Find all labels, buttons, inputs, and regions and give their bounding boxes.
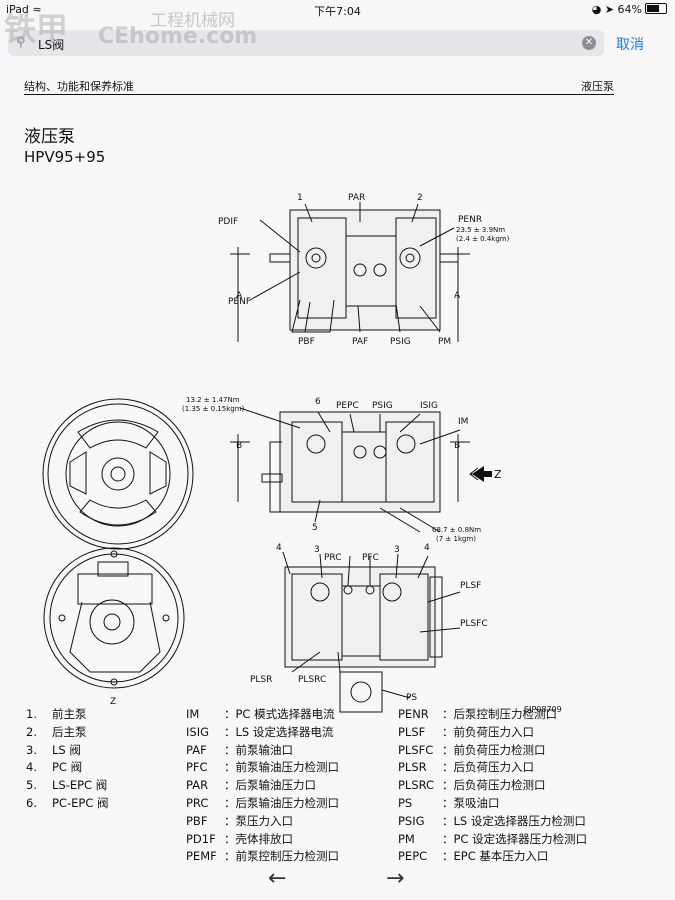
label-num6: 6 <box>315 397 321 407</box>
search-icon: ⚲ <box>16 35 26 50</box>
label-torque1b: (2.4 ± 0.4kgm) <box>456 235 510 243</box>
page-header: 结构、功能和保养标准 液压泵 <box>24 76 614 95</box>
label-num4-right: 4 <box>424 543 430 553</box>
header-right: 液压泵 <box>581 80 614 93</box>
drawing-code: SJP08709 <box>524 705 562 714</box>
battery-percent: 64% <box>617 3 642 16</box>
label-num4-left: 4 <box>276 543 282 553</box>
label-PENR: PENR <box>458 215 482 225</box>
label-PM: PM <box>438 337 451 347</box>
pump-side-view <box>230 407 490 533</box>
label-B-left: B <box>236 441 242 451</box>
legend-row: PLSR：后负荷压力入口 <box>398 760 534 775</box>
legend-row: PFC：前泵输油压力检测口 <box>186 760 339 775</box>
label-num3-left: 3 <box>314 545 320 555</box>
view-arrow-z <box>472 466 492 482</box>
clear-search-icon[interactable]: ✕ <box>582 36 596 50</box>
device-name: iPad ≈ <box>6 3 42 16</box>
pump-end-view <box>42 398 194 550</box>
legend-row: PM：PC 设定选择器压力检测口 <box>398 831 588 846</box>
document-page: 结构、功能和保养标准 液压泵 液压泵 HPV95+95 <box>0 62 675 863</box>
legend-row: PLSRC：后负荷压力检测口 <box>398 778 546 793</box>
label-torque1: 23.5 ± 3.9Nm <box>456 226 505 234</box>
battery-icon <box>645 3 667 14</box>
label-num2: 2 <box>417 193 423 203</box>
label-PENF: PENF <box>228 297 251 307</box>
wifi-icon: ≈ <box>32 3 42 16</box>
back-arrow-icon[interactable]: ← <box>268 866 287 891</box>
legend-row: PAR：后泵输油压力口 <box>186 778 316 793</box>
legend-row: 5.LS-EPC 阀 <box>26 778 108 793</box>
legend-row: PD1F：壳体排放口 <box>186 831 293 846</box>
label-PDIF: PDIF <box>218 217 238 227</box>
label-torque2: 13.2 ± 1.47Nm <box>186 396 240 404</box>
label-IM: IM <box>458 417 468 427</box>
legend-row: PBF：泵压力入口 <box>186 813 293 828</box>
search-bar[interactable]: ⚲ ✕ <box>8 30 604 56</box>
legend-row: PEMF：前泵控制压力检测口 <box>186 849 339 864</box>
label-PAF: PAF <box>352 337 368 347</box>
legend-row: 1.前主泵 <box>26 707 87 721</box>
legend-row: 6.PC-EPC 阀 <box>26 795 109 810</box>
legend-row: IM：PC 模式选择器电流 <box>186 707 335 721</box>
label-PS: PS <box>406 693 417 703</box>
legend-row: PSIG：LS 设定选择器压力检测口 <box>398 813 586 828</box>
label-PLSR: PLSR <box>250 675 272 685</box>
lock-rotation-icon: ◕ <box>591 3 602 16</box>
label-A-right: A <box>454 291 461 301</box>
page-title: 液压泵 <box>24 127 75 147</box>
label-torque3b: (7 ± 1kgm) <box>436 535 476 543</box>
search-input[interactable] <box>36 33 560 55</box>
legend-col1: 1.前主泵 2.后主泵 3.LS 阀 4.PC 阀 5.LS-EPC 阀 6.P… <box>26 706 109 813</box>
label-num3-right: 3 <box>394 545 400 555</box>
cancel-button[interactable]: 取消 <box>616 37 644 53</box>
legend-col2: IM：PC 模式选择器电流 ISIG：LS 设定选择器电流 PAF：前泵输油口 … <box>186 706 339 866</box>
label-PFC: PFC <box>362 553 379 563</box>
label-PLSRC: PLSRC <box>298 675 326 685</box>
legend-row: ISIG：LS 设定选择器电流 <box>186 724 334 739</box>
location-icon: ➤ <box>604 3 615 16</box>
forward-arrow-icon[interactable]: → <box>386 866 405 891</box>
legend-col3: PENR：后泵控制压力检测口 PLSF：前负荷压力入口 PLSFC：前负荷压力检… <box>398 706 587 866</box>
pump-drawing: 1 2 PAR PDIF PENR 23.5 ± 3.9Nm (2.4 ± 0.… <box>42 193 562 714</box>
label-PBF: PBF <box>298 337 315 347</box>
label-PRC: PRC <box>324 553 342 563</box>
label-torque3: 68.7 ± 0.8Nm <box>432 526 481 534</box>
pump-z-view <box>43 547 185 689</box>
pump-bottom-view <box>282 551 461 713</box>
label-PSIG: PSIG <box>390 337 411 347</box>
legend-row: PLSFC：前负荷压力检测口 <box>398 742 546 757</box>
label-PLSF: PLSF <box>460 581 481 591</box>
legend-row: PLSF：前负荷压力入口 <box>398 724 534 739</box>
legend-row: PAF：前泵输油口 <box>186 742 293 757</box>
legend-row: 2.后主泵 <box>26 724 87 739</box>
legend-row: PENR：后泵控制压力检测口 <box>398 707 557 721</box>
label-num5: 5 <box>312 523 318 533</box>
bottom-nav: ← → <box>0 860 675 900</box>
label-PLSFC: PLSFC <box>460 619 488 629</box>
legend-row: PS：泵吸油口 <box>398 795 500 810</box>
status-right: ◕ ➤ 64% <box>592 3 667 16</box>
legend-row: 3.LS 阀 <box>26 742 81 757</box>
header-left: 结构、功能和保养标准 <box>24 80 134 93</box>
label-ISIG: ISIG <box>420 401 438 411</box>
legend-row: 4.PC 阀 <box>26 760 83 775</box>
label-PAR: PAR <box>348 193 365 203</box>
pump-top-view <box>230 202 470 342</box>
legend-row: PEPC：EPC 基本压力入口 <box>398 849 549 864</box>
label-PEPC: PEPC <box>336 401 359 411</box>
status-bar: iPad ≈ 下午7:04 ◕ ➤ 64% <box>0 0 675 20</box>
label-PSIG-mid: PSIG <box>372 401 393 411</box>
status-time: 下午7:04 <box>314 5 361 18</box>
label-Z-arrow: Z <box>494 468 502 481</box>
label-torque2b: (1.35 ± 0.15kgm) <box>182 405 245 413</box>
label-B-right: B <box>454 441 460 451</box>
label-Z-view: Z <box>110 697 116 707</box>
legend-row: PRC：后泵输油压力检测口 <box>186 795 339 810</box>
label-num1: 1 <box>297 193 303 203</box>
label-A-left: A <box>236 291 243 301</box>
page-subtitle: HPV95+95 <box>24 148 106 166</box>
